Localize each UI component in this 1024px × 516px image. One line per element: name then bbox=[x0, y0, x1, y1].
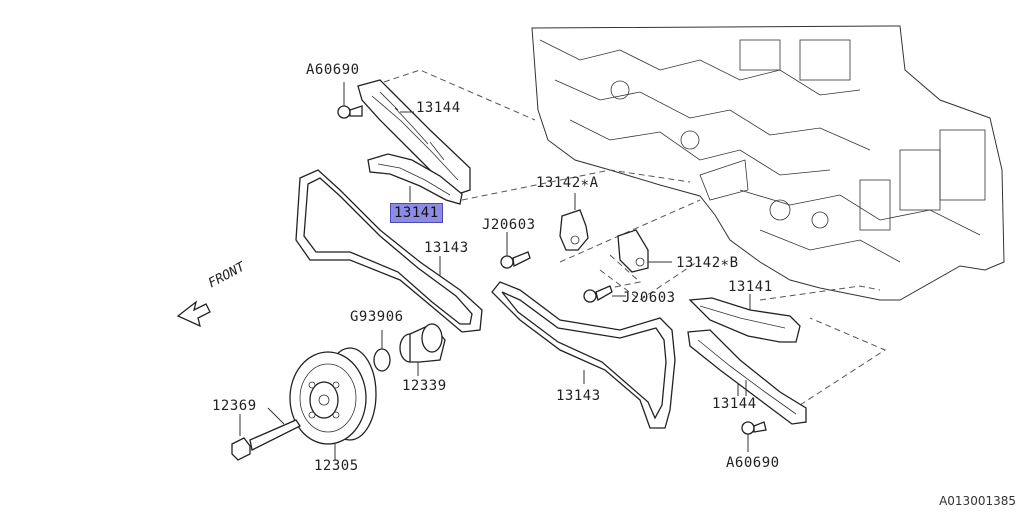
assembly-lines bbox=[383, 69, 887, 406]
label-a60690-bottom: A60690 bbox=[726, 455, 780, 471]
label-13141-right: 13141 bbox=[728, 279, 773, 295]
sprocket-12339 bbox=[399, 323, 446, 376]
label-13141-selected[interactable]: 13141 bbox=[390, 203, 443, 223]
chain-guide-13144-bottom bbox=[687, 329, 807, 425]
label-12305: 12305 bbox=[314, 458, 359, 474]
timing-chain-13143-right bbox=[491, 281, 676, 429]
bolt-a60690-bottom bbox=[741, 421, 767, 452]
label-13144-bottom: 13144 bbox=[712, 396, 757, 412]
o-ring-g93906 bbox=[373, 330, 391, 372]
label-13144-top: 13144 bbox=[416, 100, 461, 116]
label-12339: 12339 bbox=[402, 378, 447, 394]
bolt-j20603-top bbox=[500, 232, 531, 269]
leader-lines bbox=[400, 111, 739, 396]
label-g93906: G93906 bbox=[350, 309, 404, 325]
bolt-a60690-top bbox=[337, 82, 363, 119]
engine-block bbox=[531, 25, 1005, 301]
crank-bolt-12369 bbox=[231, 407, 301, 461]
bolt-j20603-bottom bbox=[583, 285, 626, 303]
label-13142b: 13142∗B bbox=[676, 255, 739, 271]
label-j20603-top: J20603 bbox=[482, 217, 536, 233]
chain-tensioner-13141-top bbox=[367, 153, 463, 205]
front-arrow-icon bbox=[176, 300, 211, 328]
label-a60690-top: A60690 bbox=[306, 62, 360, 78]
label-12369: 12369 bbox=[212, 398, 257, 414]
tensioner-13142b bbox=[617, 229, 672, 273]
chain-guide-13144-top bbox=[357, 79, 471, 196]
label-13143-right: 13143 bbox=[556, 388, 601, 404]
timing-chain-13143-left bbox=[295, 169, 483, 333]
diagram-code: A013001385 bbox=[939, 494, 1016, 508]
chain-tensioner-13141-right bbox=[688, 294, 801, 343]
label-13143-left: 13143 bbox=[424, 240, 469, 256]
label-j20603-bottom: J20603 bbox=[622, 290, 676, 306]
tensioner-13142a bbox=[559, 193, 589, 251]
label-13142a: 13142∗A bbox=[536, 175, 599, 191]
crank-pulley-12305 bbox=[289, 347, 377, 460]
